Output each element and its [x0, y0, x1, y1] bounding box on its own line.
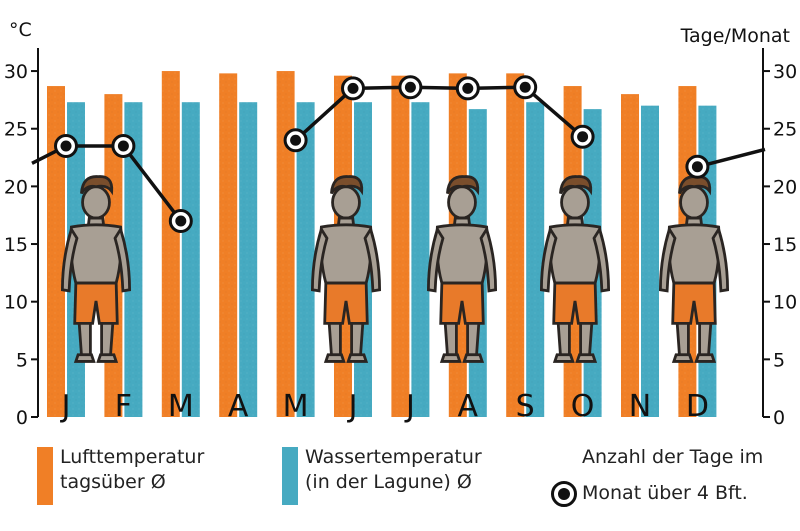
legend-wind-label-line1: Anzahl der Tage im	[582, 446, 764, 468]
legend-wind-marker-icon	[551, 481, 577, 507]
wind-marker-dot-7	[462, 82, 474, 94]
bar-air-texture-4	[276, 71, 295, 417]
left-tick-label-4: 20	[4, 176, 28, 198]
left-axis-title: °C	[9, 19, 32, 41]
right-tick-label-2: 10	[773, 292, 797, 314]
month-label-11: D	[686, 389, 709, 424]
legend-water-line1: Wassertemperatur	[305, 446, 482, 468]
wind-marker-dot-4	[290, 134, 302, 146]
month-label-9: O	[571, 389, 595, 424]
bar-air-texture-6	[391, 75, 410, 418]
legend-water-label: Wassertemperatur (in der Lagune) Ø	[305, 445, 482, 495]
legend-air-label: Lufttemperatur tagsüber Ø	[60, 445, 204, 495]
legend-water-line2: (in der Lagune) Ø	[305, 471, 472, 493]
bar-water-texture-10	[641, 105, 659, 417]
legend-air-line1: Lufttemperatur	[60, 446, 205, 468]
bar-water-texture-1	[124, 102, 143, 418]
bar-air-texture-0	[47, 86, 65, 417]
wind-marker-dot-8	[519, 81, 531, 93]
wind-marker-dot-11	[691, 161, 703, 173]
right-tick-label-5: 25	[773, 119, 797, 141]
month-label-2: M	[168, 389, 194, 424]
bar-water-texture-4	[296, 102, 315, 418]
month-label-1: F	[115, 389, 132, 424]
wind-marker-dot-9	[577, 131, 589, 143]
left-tick-label-2: 10	[4, 292, 28, 314]
wind-marker-dot-2	[175, 215, 187, 227]
wind-marker-dot-0	[60, 140, 72, 152]
right-axis-title: Tage/Monat	[680, 25, 790, 47]
bar-air-texture-3	[219, 73, 238, 418]
right-tick-label-3: 15	[773, 234, 797, 256]
bar-water-texture-3	[239, 102, 258, 418]
bar-water-texture-6	[411, 102, 430, 418]
month-label-8: S	[516, 389, 535, 424]
legend-air-line2: tagsüber Ø	[60, 471, 166, 493]
left-tick-label-3: 15	[4, 234, 28, 256]
month-label-10: N	[629, 389, 651, 424]
legend-wind-label-line2: Monat über 4 Bft.	[582, 482, 748, 504]
wind-marker-dot-6	[404, 81, 416, 93]
month-label-3: A	[228, 389, 249, 424]
wind-marker-dot-1	[117, 140, 129, 152]
bar-air-texture-10	[621, 94, 639, 417]
right-tick-label-1: 5	[773, 349, 785, 371]
left-tick-label-5: 25	[4, 119, 28, 141]
legend-air-swatch	[37, 447, 53, 505]
bar-air-texture-2	[161, 71, 180, 417]
bar-water-texture-2	[181, 102, 200, 418]
month-label-7: A	[458, 389, 479, 424]
month-label-4: M	[283, 389, 309, 424]
legend-water-swatch	[282, 447, 298, 505]
left-tick-label-1: 5	[16, 349, 28, 371]
wind-line-segment-0	[31, 144, 183, 223]
bar-water-texture-8	[526, 102, 545, 418]
month-label-0: J	[60, 389, 71, 424]
right-tick-label-0: 0	[773, 407, 785, 429]
wind-line-segment-1	[294, 85, 584, 142]
right-tick-label-6: 30	[773, 61, 797, 83]
wind-marker-dot-5	[347, 82, 359, 94]
right-tick-label-4: 20	[773, 176, 797, 198]
month-label-5: J	[347, 389, 358, 424]
bar-air-texture-8	[506, 73, 525, 418]
month-label-6: J	[404, 389, 415, 424]
left-tick-label-6: 30	[4, 61, 28, 83]
left-tick-label-0: 0	[16, 407, 28, 429]
